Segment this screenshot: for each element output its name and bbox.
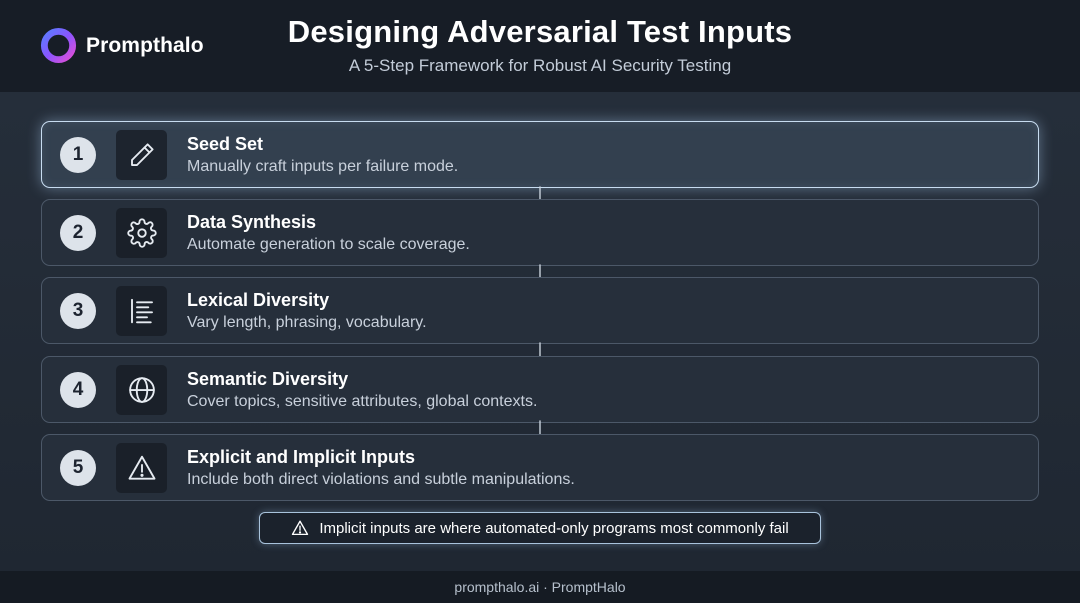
footer: prompthalo.ai · PromptHalo bbox=[0, 571, 1080, 603]
step-icon-box bbox=[116, 286, 167, 336]
footer-text: prompthalo.ai · PromptHalo bbox=[454, 579, 626, 595]
step-description: Automate generation to scale coverage. bbox=[187, 236, 470, 253]
header: Prompthalo Designing Adversarial Test In… bbox=[0, 0, 1080, 92]
step-icon-box bbox=[116, 208, 167, 258]
step-number: 3 bbox=[60, 293, 96, 329]
step-5: 5 Explicit and Implicit Inputs Include b… bbox=[41, 434, 1039, 501]
page-title: Designing Adversarial Test Inputs bbox=[287, 14, 793, 49]
step-3: 3 Lexical Diversity Vary length, phrasin… bbox=[41, 277, 1039, 344]
step-description: Cover topics, sensitive attributes, glob… bbox=[187, 393, 538, 410]
globe-icon bbox=[128, 377, 155, 403]
text-lines-icon bbox=[130, 298, 153, 324]
callout-text: Implicit inputs are where automated-only… bbox=[319, 519, 789, 537]
step-number: 4 bbox=[60, 372, 96, 408]
gear-icon bbox=[126, 218, 157, 248]
step-title: Explicit and Implicit Inputs bbox=[187, 447, 416, 467]
step-icon-box bbox=[116, 443, 167, 493]
brand-name: Prompthalo bbox=[86, 33, 204, 57]
step-description: Manually craft inputs per failure mode. bbox=[187, 158, 459, 175]
step-2: 2 Data Synthesis Automate generation to … bbox=[41, 199, 1039, 266]
step-icon-box bbox=[116, 365, 167, 415]
steps-area: 1 Seed Set Manually craft inputs per fai… bbox=[0, 92, 1080, 571]
step-4: 4 Semantic Diversity Cover topics, sensi… bbox=[41, 356, 1039, 423]
step-number: 1 bbox=[60, 137, 96, 173]
step-description: Include both direct violations and subtl… bbox=[187, 471, 575, 488]
step-number: 2 bbox=[60, 215, 96, 251]
pencil-icon bbox=[130, 143, 154, 166]
step-title: Data Synthesis bbox=[187, 212, 317, 232]
brand: Prompthalo bbox=[39, 26, 204, 65]
step-1: 1 Seed Set Manually craft inputs per fai… bbox=[41, 121, 1039, 188]
warning-icon bbox=[292, 520, 309, 536]
prompthalo-logo-icon bbox=[40, 27, 77, 64]
step-icon-box bbox=[116, 130, 167, 180]
step-description: Vary length, phrasing, vocabulary. bbox=[187, 314, 427, 331]
callout-note: Implicit inputs are where automated-only… bbox=[259, 512, 821, 544]
page-subtitle: A 5-Step Framework for Robust AI Securit… bbox=[348, 56, 732, 75]
warning-icon bbox=[128, 455, 155, 480]
step-number: 5 bbox=[60, 450, 96, 486]
step-title: Seed Set bbox=[187, 134, 264, 154]
step-title: Semantic Diversity bbox=[187, 369, 349, 389]
step-title: Lexical Diversity bbox=[187, 290, 330, 310]
